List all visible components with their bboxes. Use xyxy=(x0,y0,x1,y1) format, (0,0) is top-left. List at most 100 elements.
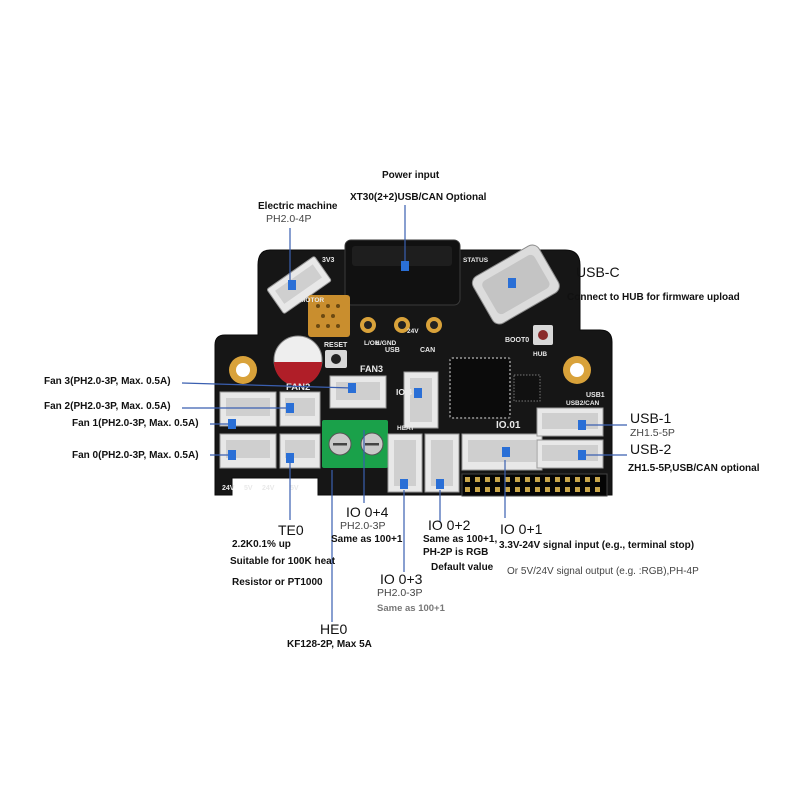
usb1-title: USB-1 xyxy=(630,410,672,426)
fan2-label: Fan 2(PH2.0-3P, Max. 0.5A) xyxy=(44,401,171,412)
header-pin xyxy=(505,477,510,482)
callout-arrow xyxy=(288,280,296,290)
header-pin xyxy=(485,477,490,482)
usb1-connector-label: ZH1.5-5P xyxy=(630,427,675,439)
fan3-label: Fan 3(PH2.0-3P, Max. 0.5A) xyxy=(44,376,171,387)
header-pin xyxy=(475,477,480,482)
header-pin xyxy=(585,477,590,482)
header-pin xyxy=(485,487,490,492)
callout-arrow xyxy=(502,447,510,457)
usb2-connector-label: ZH1.5-5P,USB/CAN optional xyxy=(628,463,760,474)
header-pin xyxy=(555,477,560,482)
silk-hub: HUB xyxy=(533,351,547,358)
silk-motor: MOTOR xyxy=(300,297,324,304)
io04-connector: PH2.0-3P xyxy=(340,520,386,532)
fan1-label: Fan 1(PH2.0-3P, Max. 0.5A) xyxy=(72,418,199,429)
header-pin xyxy=(505,487,510,492)
header-pin xyxy=(465,477,470,482)
header-pin xyxy=(565,477,570,482)
silk-fan3: FAN3 xyxy=(360,364,383,374)
io03-note: Same as 100+1 xyxy=(377,603,445,614)
usbc-title: USB-C xyxy=(576,264,620,280)
header-pin xyxy=(465,487,470,492)
io04-title: IO 0+4 xyxy=(346,504,389,520)
fan0-label: Fan 0(PH2.0-3P, Max. 0.5A) xyxy=(72,450,199,461)
header-pin xyxy=(595,487,600,492)
header-pin xyxy=(595,477,600,482)
callout-arrow xyxy=(400,479,408,489)
silk-io4: IO.4 xyxy=(396,387,412,397)
leader-fan3 xyxy=(181,382,353,389)
mcu-chip xyxy=(449,357,511,419)
silk-heat: HEAT xyxy=(397,425,414,432)
power-connector: XT30(2+2)USB/CAN Optional xyxy=(350,192,487,203)
callout-arrow xyxy=(578,450,586,460)
silk-status: STATUS xyxy=(463,257,489,264)
io03-title: IO 0+3 xyxy=(380,571,423,587)
callout-arrow xyxy=(286,453,294,463)
silk-usb2can: USB2/CAN xyxy=(566,400,600,407)
header-pin xyxy=(515,477,520,482)
callout-arrow xyxy=(508,278,516,288)
io01-title: IO 0+1 xyxy=(500,521,543,537)
he0-terminal xyxy=(322,420,388,468)
silk-usb: USB xyxy=(385,347,400,354)
callout-arrow xyxy=(414,388,422,398)
io04-note: Same as 100+1 xyxy=(331,534,403,545)
header-pin xyxy=(525,487,530,492)
te0-title: TE0 xyxy=(278,522,304,538)
header-pin xyxy=(475,487,480,492)
motor-title: Electric machine xyxy=(258,201,338,212)
te0-line1: 2.2K0.1% up xyxy=(232,539,291,550)
te0-line2: Suitable for 100K heat xyxy=(230,556,336,567)
header-pin xyxy=(525,477,530,482)
callout-arrow xyxy=(348,383,356,393)
io01-line1: 3.3V-24V signal input (e.g., terminal st… xyxy=(499,540,695,551)
power-title: Power input xyxy=(382,170,440,181)
silk-reset: RESET xyxy=(324,342,348,349)
callout-arrow xyxy=(286,403,294,413)
callout-arrow xyxy=(436,479,444,489)
header-pin xyxy=(495,487,500,492)
callout-arrow xyxy=(401,261,409,271)
header-pin xyxy=(565,487,570,492)
silk-io01: IO.01 xyxy=(496,420,521,431)
io02-line2: PH-2P is RGB xyxy=(423,547,489,558)
he0-connector: KF128-2P, Max 5A xyxy=(287,639,372,650)
header-pin xyxy=(575,487,580,492)
te0-line3: Resistor or PT1000 xyxy=(232,577,323,588)
header-pin xyxy=(545,477,550,482)
silk-3v3: 3V3 xyxy=(322,257,335,264)
silk-boot: BOOT0 xyxy=(505,337,529,344)
silk-fan2: FAN2 xyxy=(286,382,310,393)
callout-arrow xyxy=(228,450,236,460)
motor-connector-label: PH2.0-4P xyxy=(266,213,312,225)
io03-connector: PH2.0-3P xyxy=(377,587,423,599)
silk-usb1: USB1 xyxy=(586,392,605,399)
header-pin xyxy=(555,487,560,492)
header-pin xyxy=(535,477,540,482)
io02-line1: Same as 100+1, xyxy=(423,534,498,545)
callout-arrow xyxy=(228,419,236,429)
io02-title: IO 0+2 xyxy=(428,517,471,533)
callout-arrow xyxy=(578,420,586,430)
header-pin xyxy=(585,487,590,492)
silk-lh: L/OH xyxy=(364,340,380,347)
silk-bottom-5v-2: 5V xyxy=(290,485,299,492)
silk-bottom-24v-1: 24V xyxy=(222,485,235,492)
silk-24v: 24V xyxy=(407,328,419,335)
io01-line2: Or 5V/24V signal output (e.g. :RGB),PH-4… xyxy=(507,566,699,577)
header-pin xyxy=(575,477,580,482)
silk-bottom-5v-1: 5V xyxy=(244,485,253,492)
usb2-title: USB-2 xyxy=(630,441,672,457)
silk-lgnd: L/GND xyxy=(376,340,397,347)
usbc-desc: Connect to HUB for firmware upload xyxy=(567,292,740,303)
he0-title: HE0 xyxy=(320,621,348,637)
silk-bottom-24v-2: 24V xyxy=(262,485,275,492)
header-pin xyxy=(495,477,500,482)
io02-line3: Default value xyxy=(431,562,494,573)
silk-can: CAN xyxy=(420,347,435,354)
header-pin xyxy=(515,487,520,492)
header-pin xyxy=(535,487,540,492)
